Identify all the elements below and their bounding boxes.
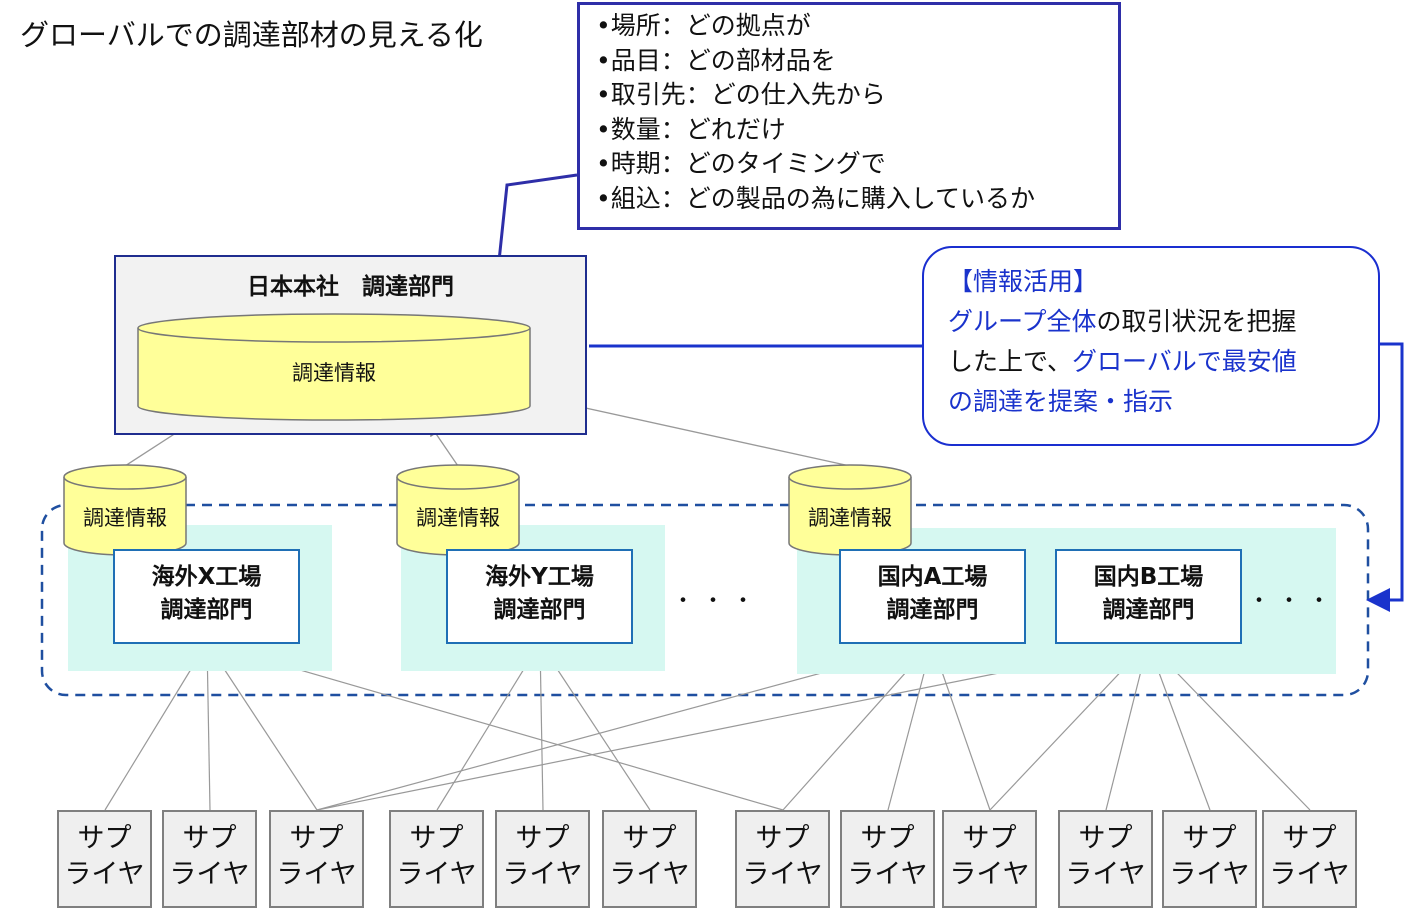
supplier-label: サプ	[289, 823, 344, 854]
supplier-box: サプライヤ	[1262, 810, 1357, 908]
supplier-label: ライヤ	[502, 859, 583, 890]
site-x-database-label: 調達情報	[83, 506, 167, 530]
callout-box: •場所：どの拠点が •品目：どの部材品を •取引先：どの仕入先から •数量：どれ…	[577, 2, 1121, 230]
supplier-label: ライヤ	[169, 859, 250, 890]
factory-x-procurement: 海外X工場 調達部門	[113, 549, 300, 644]
site-y-database-label: 調達情報	[416, 506, 500, 530]
supplier-box: サプライヤ	[269, 810, 364, 908]
info-text-status: の取引状況を把握	[1096, 307, 1297, 336]
factory-y-name: 海外Y工場	[485, 564, 594, 590]
info-heading: 【情報活用】	[948, 267, 1099, 296]
supplier-label: ライヤ	[742, 859, 823, 890]
supplier-box: サプライヤ	[735, 810, 830, 908]
callout-item-timing: •時期：どのタイミングで	[596, 149, 886, 178]
supplier-box: サプライヤ	[1162, 810, 1257, 908]
factory-b-name: 国内B工場	[1093, 564, 1204, 590]
info-text-group: グループ全体	[948, 307, 1097, 336]
supplier-box: サプライヤ	[942, 810, 1037, 908]
supplier-label: ライヤ	[847, 859, 928, 890]
supplier-label: サプ	[1282, 823, 1337, 854]
supplier-label: ライヤ	[1169, 859, 1250, 890]
supplier-label: サプ	[622, 823, 677, 854]
supplier-box: サプライヤ	[162, 810, 257, 908]
page-title: グローバルでの調達部材の見える化	[20, 18, 483, 52]
hq-database-label: 調達情報	[292, 361, 376, 385]
hq-title: 日本本社 調達部門	[247, 274, 454, 300]
supplier-label: ライヤ	[64, 859, 145, 890]
supplier-box: サプライヤ	[840, 810, 935, 908]
supplier-box: サプライヤ	[57, 810, 152, 908]
factory-y-dept: 調達部門	[493, 597, 586, 623]
info-text-proposal: の調達を提案・指示	[948, 387, 1174, 416]
callout-item-location: •場所：どの拠点が	[596, 11, 811, 40]
supplier-label: サプ	[860, 823, 915, 854]
supplier-label: ライヤ	[276, 859, 357, 890]
site-a-database-label: 調達情報	[808, 506, 892, 530]
supplier-label: ライヤ	[609, 859, 690, 890]
supplier-label: サプ	[1182, 823, 1237, 854]
supplier-label: サプ	[77, 823, 132, 854]
callout-item-supplier: •取引先：どの仕入先から	[596, 80, 886, 109]
callout-item-quantity: •数量：どれだけ	[596, 114, 786, 144]
supplier-label: ライヤ	[396, 859, 477, 890]
info-text-global: グローバルで最安値	[1072, 347, 1297, 376]
ellipsis-domestic: ・・・	[1248, 589, 1339, 614]
factory-x-name: 海外X工場	[151, 564, 262, 590]
factory-b-dept: 調達部門	[1102, 597, 1195, 623]
supplier-box: サプライヤ	[1058, 810, 1153, 908]
supplier-label: サプ	[962, 823, 1017, 854]
supplier-box: サプライヤ	[602, 810, 697, 908]
factory-a-name: 国内A工場	[877, 564, 988, 590]
supplier-label: ライヤ	[949, 859, 1030, 890]
supplier-box: サプライヤ	[495, 810, 590, 908]
callout-item-item: •品目：どの部材品を	[596, 45, 836, 75]
info-text-after: した上で、	[948, 347, 1073, 376]
factory-a-procurement: 国内A工場 調達部門	[839, 549, 1026, 644]
supplier-label: サプ	[515, 823, 570, 854]
factory-a-dept: 調達部門	[886, 597, 979, 623]
factory-x-dept: 調達部門	[160, 597, 253, 623]
supplier-label: サプ	[409, 823, 464, 854]
supplier-box: サプライヤ	[389, 810, 484, 908]
info-usage-box: 【情報活用】 グループ全体の取引状況を把握 した上で、グローバルで最安値 の調達…	[922, 246, 1380, 446]
callout-item-purpose: •組込：どの製品の為に購入しているか	[596, 183, 1035, 213]
info-to-group-arrow	[1366, 342, 1404, 612]
supplier-label: ライヤ	[1269, 859, 1350, 890]
arrow-site3-to-hq	[537, 393, 851, 467]
supplier-label: サプ	[755, 823, 810, 854]
supplier-label: サプ	[182, 823, 237, 854]
ellipsis-overseas: ・・・	[672, 589, 763, 614]
hq-box: 日本本社 調達部門	[114, 255, 587, 435]
factory-y-procurement: 海外Y工場 調達部門	[446, 549, 633, 644]
supplier-label: サプ	[1078, 823, 1133, 854]
supplier-label: ライヤ	[1065, 859, 1146, 890]
factory-b-procurement: 国内B工場 調達部門	[1055, 549, 1242, 644]
